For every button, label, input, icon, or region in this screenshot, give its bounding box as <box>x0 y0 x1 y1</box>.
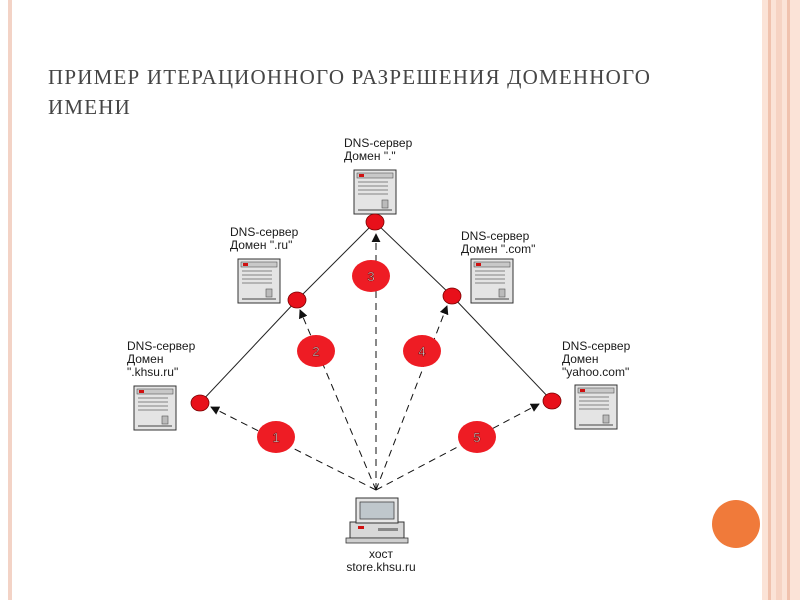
link-com-yahoo <box>451 295 553 402</box>
step-badge-1: 1 <box>257 421 295 453</box>
link-root-ru <box>296 221 376 301</box>
step-badges: 1 2 3 4 5 <box>257 260 496 453</box>
node-com <box>442 287 462 305</box>
desktop-computer-icon <box>345 497 409 544</box>
svg-text:5: 5 <box>473 430 480 445</box>
node-root <box>365 213 385 231</box>
ru-server-label: DNS-сервер Домен ".ru" <box>230 225 299 252</box>
step-badge-3: 3 <box>352 260 390 292</box>
server-tower-icon <box>470 258 514 304</box>
khsu-server-label: DNS-сервер Домен ".khsu.ru" <box>127 339 196 379</box>
right-frame-line <box>776 0 782 600</box>
orange-accent-circle <box>712 500 760 548</box>
left-frame-stripe <box>8 0 12 600</box>
svg-text:2: 2 <box>312 344 319 359</box>
host-label: хост store.khsu.ru <box>346 547 416 574</box>
step-badge-5: 5 <box>458 421 496 453</box>
query-arrow-1 <box>210 406 377 491</box>
slide-title: ПРИМЕР ИТЕРАЦИОННОГО РАЗРЕШЕНИЯ ДОМЕННОГ… <box>48 62 708 122</box>
svg-text:3: 3 <box>367 269 374 284</box>
server-tower-icon <box>237 258 281 304</box>
server-tower-icon <box>353 169 397 215</box>
step-badge-2: 2 <box>297 335 335 367</box>
step-badge-4: 4 <box>403 335 441 367</box>
server-tower-icon <box>574 384 618 430</box>
query-arrow-4 <box>375 305 449 491</box>
title-line-2: ИМЕНИ <box>48 95 131 119</box>
link-ru-khsu <box>199 299 298 404</box>
server-nodes <box>190 213 562 412</box>
com-server-label: DNS-сервер Домен ".com" <box>461 229 536 256</box>
svg-text:4: 4 <box>418 344 425 359</box>
tree-links <box>199 221 553 404</box>
title-line-1: ПРИМЕР ИТЕРАЦИОННОГО РАЗРЕШЕНИЯ ДОМЕННОГ… <box>48 65 652 89</box>
root-server-label: DNS-сервер Домен "." <box>344 136 413 163</box>
server-tower-icon <box>133 385 177 431</box>
yahoo-server-label: DNS-сервер Домен "yahoo.com" <box>562 339 631 379</box>
query-arrow-5 <box>375 403 540 491</box>
node-khsu <box>190 394 210 412</box>
svg-text:1: 1 <box>272 430 279 445</box>
node-ru <box>287 291 307 309</box>
right-frame-line <box>787 0 790 600</box>
node-yahoo <box>542 392 562 410</box>
link-root-com <box>374 221 453 297</box>
right-frame-line <box>768 0 771 600</box>
